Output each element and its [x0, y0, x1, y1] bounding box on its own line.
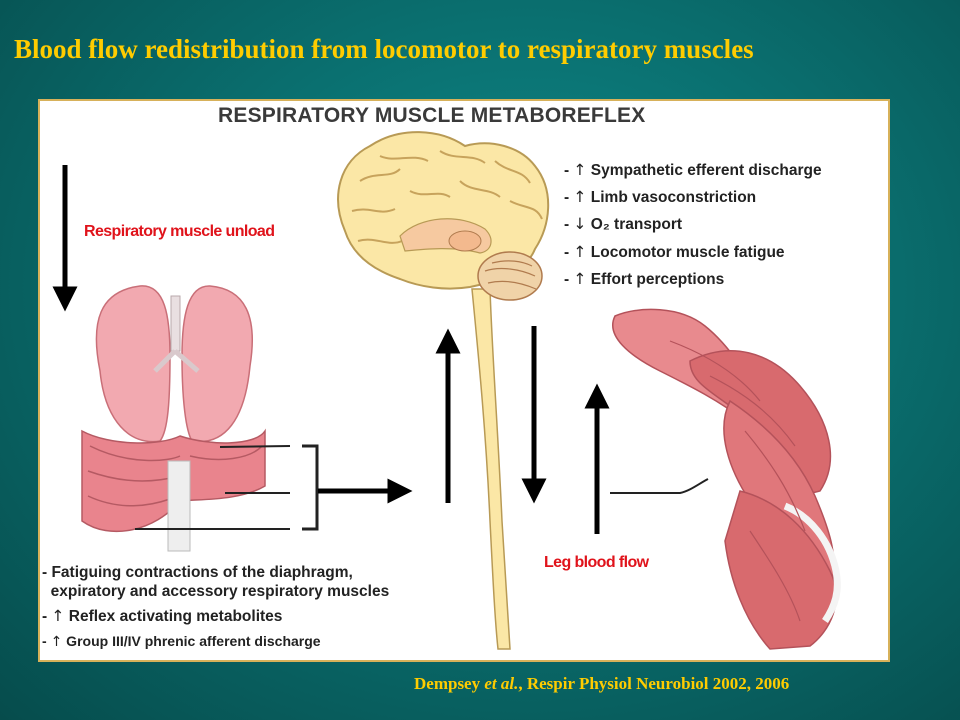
arrow-up-icon: ↑	[573, 188, 587, 207]
effect-item: - ↓ O₂ transport	[564, 215, 683, 234]
leg-muscle-illustration	[610, 308, 841, 650]
effect-item: - ↑ Locomotor muscle fatigue	[564, 242, 785, 261]
contributor-line: - ↑ Reflex activating metabolites	[42, 607, 283, 625]
contributor-line: expiratory and accessory respiratory mus…	[42, 583, 390, 600]
lungs-diaphragm-illustration	[81, 285, 319, 552]
slide-title: Blood flow redistribution from locomotor…	[14, 34, 754, 64]
panel-title: RESPIRATORY MUSCLE METABOREFLEX	[218, 104, 646, 127]
arrow-up-icon: ↑	[573, 242, 587, 261]
metabolite-contributors: - Fatiguing contractions of the diaphrag…	[42, 563, 389, 652]
respiratory-unload-label: Respiratory muscle unload	[84, 223, 275, 240]
contributor-line: - Fatiguing contractions of the diaphrag…	[42, 564, 353, 581]
effect-item: - ↑ Effort perceptions	[564, 269, 725, 288]
arrow-up-icon: ↑	[573, 161, 587, 179]
citation: Dempsey et al., Respir Physiol Neurobiol…	[414, 674, 790, 693]
arrow-down-icon: ↓	[573, 215, 587, 234]
effect-item: - ↑ Limb vasoconstriction	[564, 188, 757, 207]
contributor-line: - ↑ Group III/IV phrenic afferent discha…	[42, 633, 321, 650]
arrow-up-icon: ↑	[573, 269, 587, 288]
spinal-cord-illustration	[471, 288, 511, 650]
arrow-up-icon: ↑	[51, 607, 65, 625]
arrow-up-icon: ↑	[50, 634, 63, 650]
effect-item: - ↑ Sympathetic efferent discharge	[564, 161, 822, 179]
diagram-illustrations	[52, 131, 841, 650]
reflex-effects-list: - ↑ Sympathetic efferent discharge - ↑ L…	[564, 157, 822, 293]
metaboreflex-panel: RESPIRATORY MUSCLE METABOREFLEX Respirat…	[38, 99, 890, 662]
brain-illustration	[337, 131, 550, 301]
leg-blood-flow-label: Leg blood flow	[544, 554, 649, 571]
